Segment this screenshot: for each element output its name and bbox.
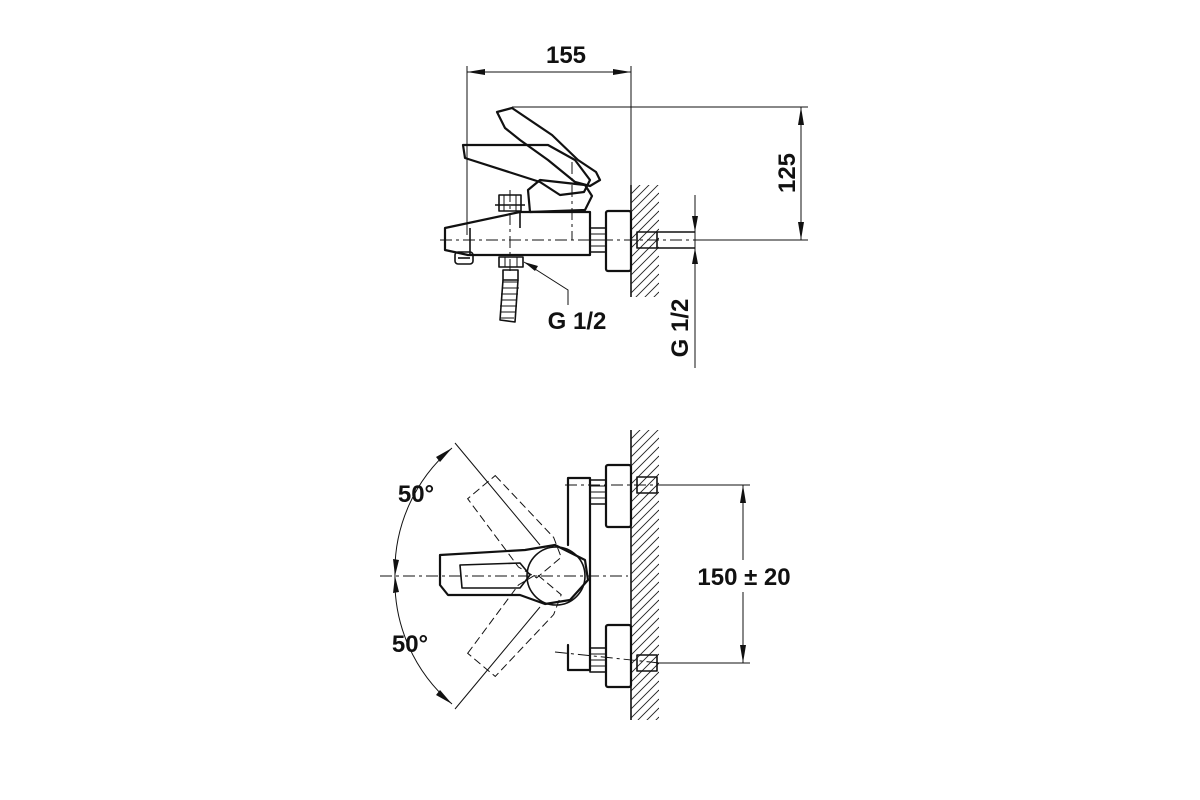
hatch-line [631, 237, 659, 267]
hatch-line [631, 430, 659, 458]
shower-hose [500, 281, 519, 319]
hatch-line [631, 536, 659, 566]
inlet-thread-dimension: G 1/2 [667, 195, 698, 368]
shower-outlet [498, 256, 524, 323]
angle-arcs: 50° 50° [392, 447, 453, 705]
hatch-line [631, 228, 659, 258]
dimension-125: 125 [512, 106, 808, 241]
hatch-line [631, 735, 659, 763]
hatch-line [631, 430, 641, 440]
inlet-spacing-label: 150 ± 20 [697, 564, 790, 591]
hatch-line [631, 626, 659, 656]
hatch-line [631, 518, 659, 548]
hatch-line [631, 246, 659, 276]
width-dim-label: 155 [546, 42, 586, 69]
hatch-line [631, 430, 632, 431]
upper-connection [589, 463, 658, 529]
hatch-line [637, 698, 659, 720]
hatch-line [655, 716, 659, 720]
wall-hatch-top [630, 185, 659, 347]
hatch-line [631, 473, 659, 503]
hatch-line [631, 509, 659, 539]
hatch-line [631, 581, 659, 611]
hatch-line [631, 185, 650, 204]
angle-down-label: 50° [392, 631, 428, 658]
hatch-line [631, 319, 659, 347]
hatch-line [631, 617, 659, 647]
lever-handle [495, 106, 602, 188]
lever-center [438, 543, 590, 606]
hatch-line [631, 491, 659, 521]
hatch-line [631, 563, 659, 593]
hatch-line [631, 680, 659, 710]
hatch-line [631, 608, 659, 638]
hatch-line [631, 210, 659, 240]
inlet-thread-label: G 1/2 [667, 299, 694, 358]
lower-connection [589, 623, 658, 689]
hatch-line [653, 291, 659, 297]
hatch-line [631, 219, 659, 249]
hatch-line [631, 185, 632, 186]
hatch-line [646, 707, 659, 720]
spout-outlet [454, 251, 474, 265]
lever-rotated-down [466, 573, 562, 678]
angle-up-label: 50° [398, 481, 434, 508]
hatch-line [631, 635, 659, 665]
height-dim-label: 125 [774, 153, 801, 193]
dimension-155: 155 [466, 42, 632, 235]
hatch-line [631, 572, 659, 602]
hatch-line [631, 185, 659, 213]
hatch-line [631, 545, 659, 575]
hatch-line [631, 554, 659, 584]
top-view: 50° 50° 150 ± 20 [380, 430, 806, 772]
hatch-line [631, 653, 659, 683]
hatch-line [631, 671, 659, 701]
shower-thread-leader: G 1/2 [523, 261, 607, 335]
hatch-line [631, 662, 659, 692]
lever-rotated-up [466, 474, 562, 579]
eccentric-connection [589, 209, 695, 273]
hatch-line [631, 430, 650, 449]
hatch-line [631, 255, 659, 285]
hatch-line [631, 185, 641, 195]
hatch-line [631, 590, 659, 620]
dimension-150: 150 ± 20 [657, 484, 806, 664]
hatch-line [631, 726, 659, 754]
hatch-line [631, 744, 659, 772]
hatch-line [631, 464, 659, 494]
hatch-line [631, 599, 659, 629]
hatch-line [631, 455, 659, 485]
hatch-line [631, 482, 659, 512]
hatch-line [631, 301, 659, 329]
hatch-line [631, 644, 659, 674]
hatch-line [631, 527, 659, 557]
wall-hatch-bottom [630, 430, 659, 772]
hatch-line [631, 689, 659, 719]
shower-thread-label: G 1/2 [548, 308, 607, 335]
side-view: 155 125 G 1/2 G 1/2 [440, 42, 808, 368]
hatch-line [635, 273, 659, 297]
hatch-line [631, 310, 659, 338]
hatch-line [631, 446, 659, 476]
hatch-line [631, 192, 659, 222]
hatch-line [644, 282, 659, 297]
hatch-line [631, 500, 659, 530]
hatch-line [631, 201, 659, 231]
handle-body [461, 143, 592, 197]
hatch-line [631, 437, 659, 467]
hatch-line [631, 264, 659, 294]
